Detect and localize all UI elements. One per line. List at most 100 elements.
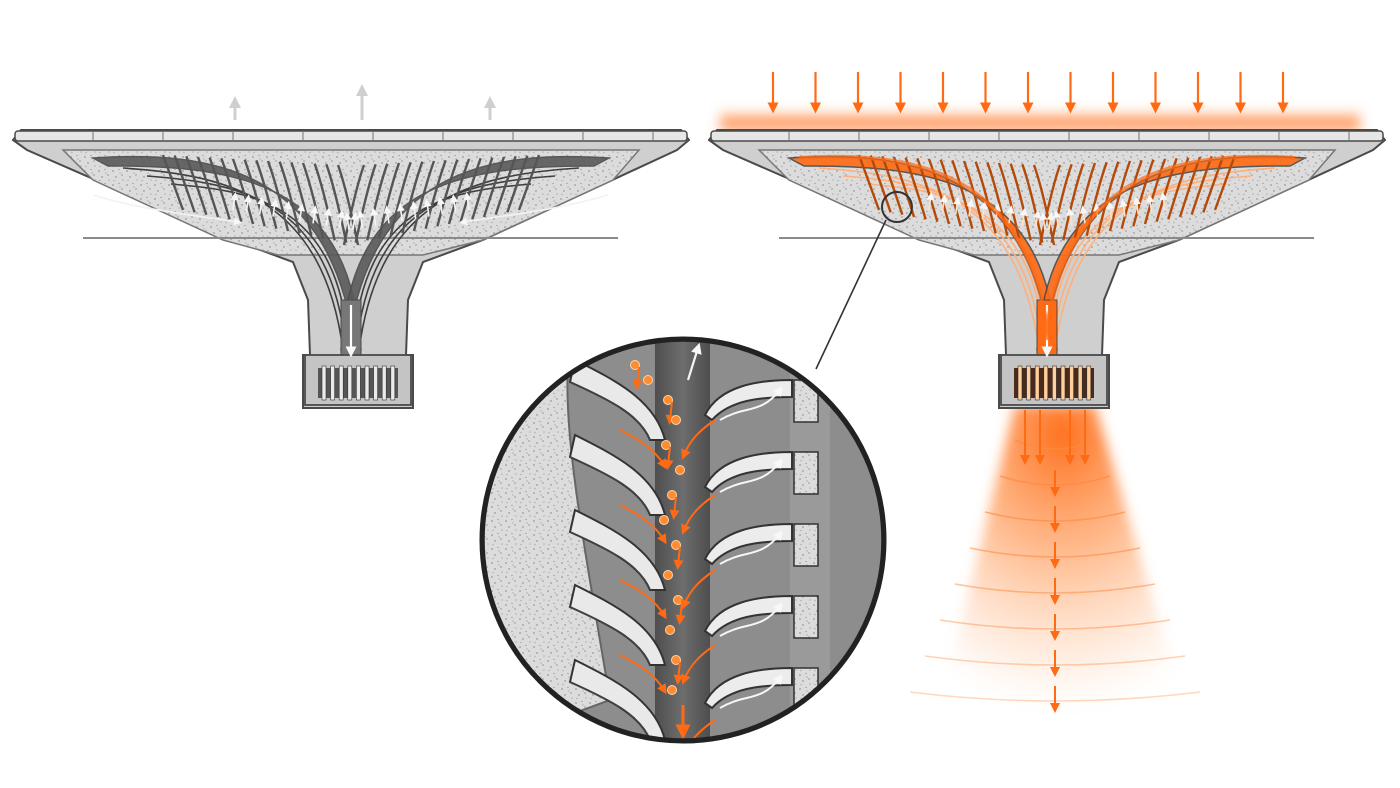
fin [290,161,313,236]
fin [1132,159,1155,227]
top-plate [710,130,1384,142]
flow-arrow-icon [1006,205,1015,224]
flow-arrow-icon [619,429,667,470]
flow-arrow-icon [297,203,306,222]
fin [447,158,471,225]
fin [401,161,424,234]
side-vent [793,595,819,639]
outlet-pin [321,365,327,401]
fin [1009,163,1032,241]
top-plate [14,130,688,142]
fin [231,158,255,225]
flow-arrow-icon [719,530,784,565]
flow-arrow-icon [1079,205,1088,224]
fin [1032,164,1056,246]
fin [313,163,336,241]
flow-arrow-icon [350,212,359,231]
flow-arrow-icon [1046,212,1055,231]
heat-particle [663,570,673,580]
flow-arrow-icon [1066,207,1075,226]
fin [301,162,325,239]
flow-arrow-icon [337,209,346,228]
fin [974,161,997,234]
arrow-down-icon [673,546,684,570]
flow-arrow-icon [463,192,472,211]
side-vent [793,523,819,567]
arrow-down-icon [669,496,680,520]
fin [494,155,517,216]
right-fin [703,522,793,566]
heat-particle [665,625,675,635]
arrow-down-icon [632,366,643,390]
flow-arrow-icon [323,207,332,226]
flow-arrow-icon [926,192,935,211]
fin [1085,161,1108,236]
outlet-pin [1086,365,1092,401]
flow-arrow-icon [450,194,459,213]
flow-arrow-icon [459,194,609,226]
incoming-heat-arrows [767,72,1289,114]
outlet-pin [338,365,344,401]
flow-arrow-icon [423,198,432,217]
flow-arrow-icon [92,194,242,226]
heat-stream [798,154,1051,341]
fin [173,155,196,213]
right-fin [703,594,793,638]
fin [161,154,185,211]
flow-arrow-icon [383,205,392,224]
flow-arrow-icon [410,200,419,220]
arrow-down-icon [673,661,684,685]
flow-arrow-icon [683,719,716,740]
fin [255,159,278,229]
outlet-pin [1034,365,1040,401]
flow-arrow-icon [343,212,352,231]
right-fin [703,450,793,494]
flow-arrow-icon [719,674,784,709]
fin [354,163,377,243]
outlet-pin [347,365,353,401]
flow-arrow-icon [619,654,667,695]
heat-particle [671,655,681,665]
outlet-pin [364,365,370,401]
fin [1021,163,1044,243]
flow-arrow-icon [719,458,784,493]
heat-particle [675,465,685,475]
flow-arrow-icon [243,194,252,213]
flow-arrow-icon [283,200,292,220]
outlet-pin [356,365,361,401]
right-fin [703,666,793,710]
heat-particle [643,375,653,385]
fin [436,159,459,227]
arrow-up-icon [686,342,702,381]
fin [1143,158,1167,225]
flow-arrow-icon [1052,209,1061,228]
fin [1062,163,1085,241]
flow-arrow-icon [681,494,716,535]
fin [424,159,447,229]
fin [1097,161,1120,234]
heat-stream [1043,154,1296,341]
flow-arrow-icon [1033,209,1042,228]
flow-arrow-icon [979,200,988,220]
flow-arrow-icon [370,207,379,226]
outlet-pin [1069,365,1074,401]
heat-particle [663,395,673,405]
flow-arrow-icon [966,198,975,217]
outlet-pin [1026,365,1031,401]
escaping-heat-arrows [229,84,496,120]
fin [412,160,436,232]
fin [916,157,939,223]
fin [927,158,951,225]
porous-matrix [757,149,1337,256]
side-vent [793,379,819,423]
flow-arrow-icon [1146,194,1155,213]
magnifier-callout-icon [815,191,913,370]
fin [459,157,482,223]
flow-arrow-icon [436,196,445,215]
fin [1038,164,1062,246]
active-device [707,129,1387,409]
heat-particle [671,540,681,550]
right-fin [703,378,793,422]
fin [278,161,301,234]
outlet-pin [1043,365,1049,401]
